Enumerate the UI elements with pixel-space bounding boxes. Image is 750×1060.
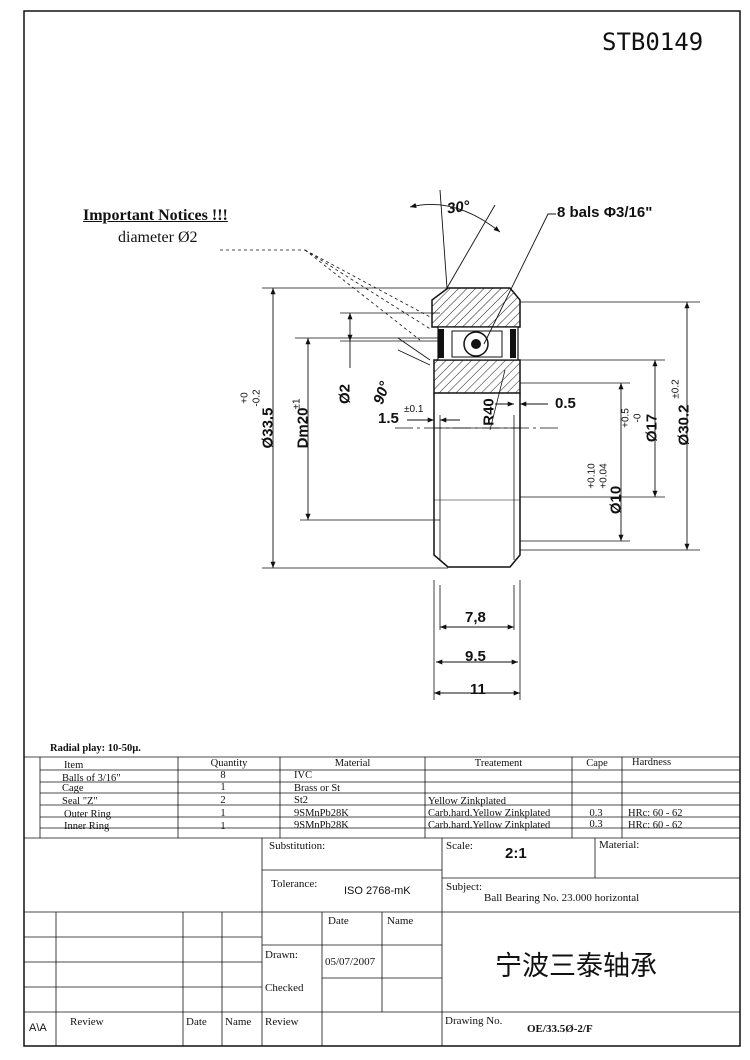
date-label: Date [328, 915, 349, 927]
table-cell: Outer Ring [64, 809, 111, 820]
d17-tol-down: -0 [632, 413, 644, 423]
table-cell: 9SMnPb28K [294, 820, 349, 831]
d10-label: Ø10 [607, 485, 625, 515]
drawn-date: 05/07/2007 [325, 956, 376, 968]
table-cell: Cage [62, 783, 84, 794]
width-9-5-label: 9.5 [465, 648, 486, 665]
header-material: Material [334, 758, 371, 769]
drawing-no-label: Drawing No. [445, 1015, 503, 1027]
dm-label: Dm20 [294, 407, 312, 449]
d2-label: Ø2 [336, 383, 354, 405]
checked-label: Checked [265, 982, 304, 994]
header-quantity: Quantity [210, 758, 248, 769]
d17-label: Ø17 [643, 413, 661, 443]
revision-date-label: Date [186, 1016, 207, 1028]
table-cell: 8 [220, 770, 226, 781]
review-label: Review [70, 1016, 104, 1028]
scale-label: Scale: [446, 840, 473, 852]
table-cell: 9SMnPb28K [294, 808, 349, 819]
table-cell: Carb.hard.Yellow Zinkplated [428, 820, 551, 831]
review-label-2: Review [265, 1016, 299, 1028]
header-item: Item [64, 760, 84, 771]
notice-title: Important Notices !!! [83, 207, 228, 224]
header-hardness: Hardness [632, 757, 672, 768]
width-1-5-tol: ±0.1 [404, 404, 424, 415]
d30-2-tol: ±0.2 [670, 379, 682, 399]
table-cell: 0.3 [589, 819, 603, 830]
width-7-8-label: 7,8 [465, 609, 486, 626]
d10-tol-up: +0.10 [586, 463, 598, 489]
table-cell: 2 [220, 795, 226, 806]
table-cell: IVC [294, 770, 313, 781]
table-cell: Yellow Zinkplated [428, 796, 506, 807]
width-0-5-label: 0.5 [555, 395, 576, 412]
name-label: Name [387, 915, 414, 927]
outer-diameter-label: Ø33.5 [259, 407, 277, 449]
scale-value: 2:1 [505, 845, 527, 862]
company-name: 宁波三泰轴承 [495, 951, 657, 981]
table-cell: 1 [220, 808, 226, 819]
radial-play-note: Radial play: 10-50µ. [50, 743, 141, 754]
balls-label: 8 bals Φ3/16" [557, 204, 653, 221]
d10-tol-down: +0.04 [598, 463, 610, 489]
table-cell: 1 [220, 782, 226, 793]
substitution-label: Substitution: [269, 840, 326, 852]
d30-2-label: Ø30.2 [675, 404, 693, 446]
revision-mark: A\A [29, 1022, 47, 1034]
table-cell: Inner Ring [64, 821, 110, 832]
table-cell: HRc: 60 - 62 [628, 808, 683, 819]
table-cell: Carb.hard.Yellow Zinkplated [428, 808, 551, 819]
subject-label: Subject: [446, 881, 483, 893]
tolerance-value: ISO 2768-mK [344, 885, 411, 897]
header-cape: Cape [586, 758, 608, 769]
subject-value: Ball Bearing No. 23.000 horizontal [484, 892, 640, 904]
width-1-5-label: 1.5 [378, 410, 399, 427]
table-cell: Brass or St [294, 783, 341, 794]
outer-tol-down: -0.2 [251, 389, 263, 407]
table-cell: Seal "Z" [62, 796, 98, 807]
table-cell: St2 [294, 795, 309, 806]
notice-text: diameter Ø2 [118, 229, 198, 246]
r40-label: R40 [480, 398, 498, 426]
d17-tol-up: +0.5 [620, 408, 632, 428]
angle-30-label: 30° [445, 197, 471, 218]
table-cell: HRc: 60 - 62 [628, 820, 683, 831]
width-11-label: 11 [470, 681, 486, 698]
drawing-no-value: OE/33.5Ø-2/F [527, 1023, 593, 1035]
table-cell: Balls of 3/16" [62, 773, 121, 784]
drawn-label: Drawn: [265, 949, 298, 961]
material-label: Material: [599, 839, 640, 851]
dm-tol: ±1 [291, 398, 303, 410]
header-treatment: Treatement [474, 758, 523, 769]
outer-tol-up: +0 [239, 392, 251, 404]
table-cell: 1 [220, 821, 226, 832]
table-cell: 0.3 [589, 808, 603, 819]
part-code: STB0149 [602, 28, 704, 56]
revision-name-label: Name [225, 1016, 252, 1028]
tolerance-label: Tolerance: [271, 878, 318, 890]
